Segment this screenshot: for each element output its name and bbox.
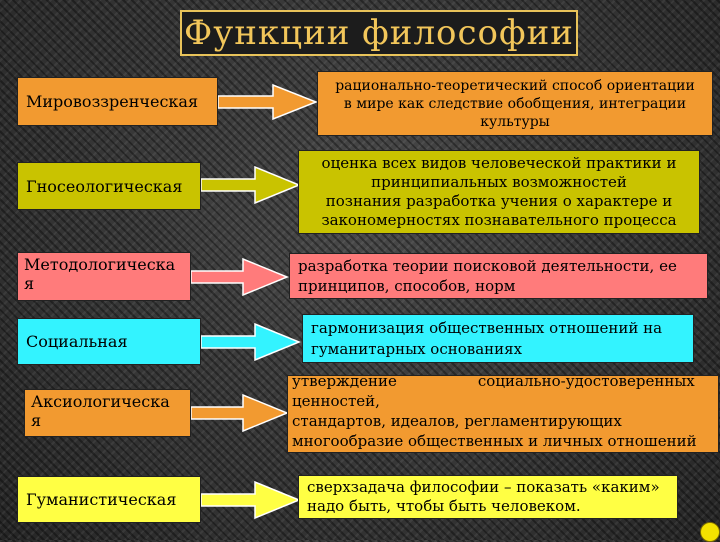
description-worldview: рационально-теоретический способ ориента…: [317, 71, 713, 136]
description-line: рационально-теоретический способ ориента…: [335, 77, 695, 94]
description-social: гармонизация общественных отношений на г…: [302, 314, 694, 363]
description-line: оценка всех видов человеческой практики …: [321, 154, 677, 172]
description-methodological: разработка теории поисковой деятельности…: [289, 253, 708, 299]
function-label: Гносеологическая: [26, 176, 183, 196]
description-line: гармонизация общественных отношений на: [311, 318, 663, 337]
description-line: многообразие общественных и личных отнош…: [292, 432, 697, 450]
function-label: Гуманистическая: [26, 490, 177, 509]
function-label: Социальная: [26, 332, 128, 351]
function-methodological: Методологическа я: [17, 252, 191, 301]
function-social: Социальная: [17, 318, 201, 365]
function-label: Аксиологическа: [31, 392, 170, 411]
description-line: утверждение социально-удостоверенных: [292, 375, 695, 390]
description-line: надо быть, чтобы быть человеком.: [307, 497, 581, 515]
function-worldview: Мировоззренческая: [17, 77, 218, 126]
description-line: принципов, способов, норм: [298, 277, 516, 295]
description-axiological: утверждение социально-удостоверенных цен…: [287, 375, 719, 453]
arrow-icon: [191, 258, 289, 296]
description-line: в мире как следствие обобщения, интеграц…: [343, 95, 687, 112]
arrow-icon: [191, 394, 289, 432]
function-label: я: [24, 274, 35, 293]
description-line: закономерностях познавательного процесса: [321, 211, 677, 229]
description-line: культуры: [480, 113, 550, 130]
description-line: сверхзадача философии – показать «каким»: [307, 478, 660, 496]
arrow-icon: [218, 84, 318, 120]
arrow-icon: [201, 481, 301, 519]
description-line: стандартов, идеалов, регламентирующих: [292, 412, 622, 430]
description-line: гуманитарных основаниях: [311, 339, 523, 358]
description-line: принципиальных возможностей: [371, 173, 627, 191]
description-line: познания разработка учения о характере и: [325, 192, 673, 210]
arrow-icon: [201, 323, 301, 361]
description-humanistic: сверхзадача философии – показать «каким»…: [298, 475, 678, 519]
slide-nav-dot-icon[interactable]: [700, 522, 720, 542]
function-label: я: [31, 411, 42, 430]
function-label: Мировоззренческая: [26, 92, 199, 111]
function-axiological: Аксиологическа я: [24, 389, 191, 437]
function-epistemological: Гносеологическая: [17, 162, 201, 210]
arrow-icon: [201, 166, 301, 204]
function-humanistic: Гуманистическая: [17, 476, 201, 523]
page-title: Функции философии: [180, 10, 578, 56]
description-epistemological: оценка всех видов человеческой практики …: [298, 150, 700, 234]
function-label: Методологическа: [24, 255, 176, 274]
description-line: разработка теории поисковой деятельности…: [298, 257, 677, 275]
description-line: ценностей,: [292, 392, 380, 410]
